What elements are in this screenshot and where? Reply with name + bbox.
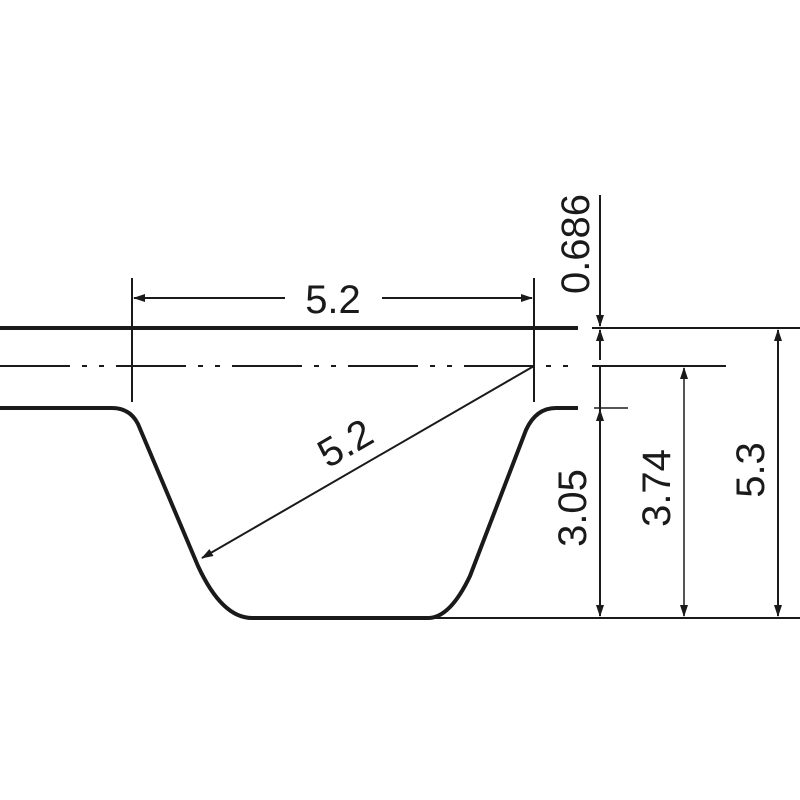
radius-dim-line (201, 365, 535, 559)
width-dim-label: 5.2 (305, 278, 361, 322)
tooth-profile (0, 406, 578, 620)
pitch-bottom-dim-label: 3.74 (635, 449, 679, 527)
total-height-dim-label: 5.3 (729, 442, 773, 498)
tooth-height-dim-label: 3.05 (551, 469, 595, 547)
top-offset-dim-label: 0.686 (554, 194, 598, 294)
radius-dim-label: 5.2 (310, 411, 380, 477)
